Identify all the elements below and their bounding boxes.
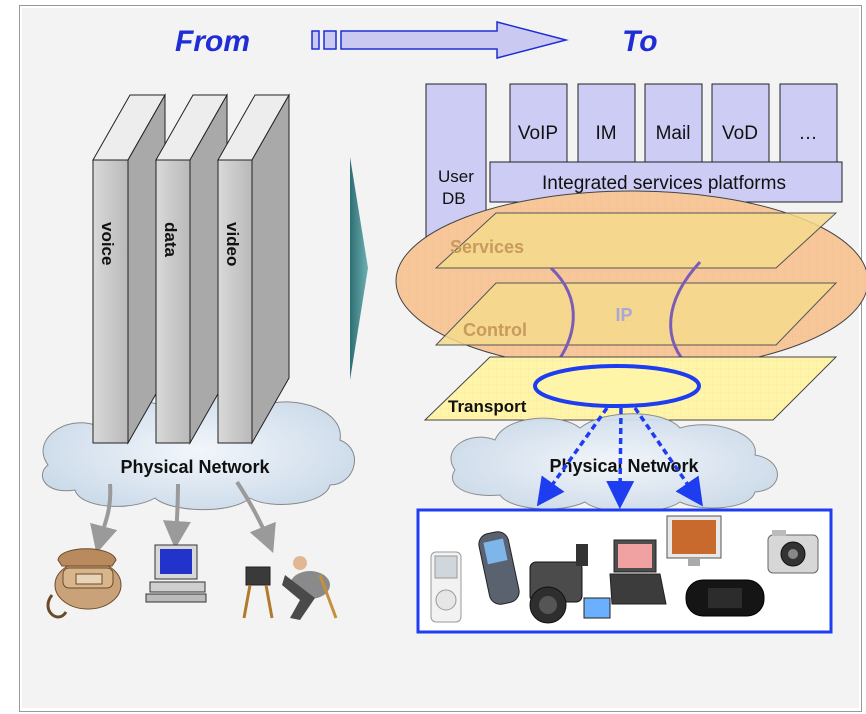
distribution-arrows [536, 406, 703, 509]
service-box-im-label: IM [595, 123, 616, 144]
transport-ring [533, 364, 701, 408]
service-box-mail-label: Mail [656, 123, 691, 144]
game-console-icon [685, 579, 765, 617]
control-plane [434, 282, 838, 346]
ip-label: IP [615, 305, 632, 325]
transport-layer-label: Transport [448, 397, 527, 416]
platform-label: Integrated services platforms [542, 173, 786, 194]
endpoint-connectors [90, 480, 276, 554]
services-plane [434, 212, 838, 269]
silo-video-label: video [223, 222, 242, 266]
computer-icon [145, 544, 207, 603]
to-label: To [622, 25, 658, 58]
service-box-voip-label: VoIP [518, 123, 558, 144]
from-to-arrow [311, 21, 569, 59]
service-box-more-label: … [799, 123, 818, 144]
flat-tv-icon [666, 515, 722, 566]
service-box-more: … [779, 83, 838, 171]
digital-camera-icon [767, 530, 819, 574]
silo-video: video [217, 93, 290, 445]
service-box-vod: VoD [711, 83, 770, 171]
camcorder-icon [529, 544, 611, 624]
laptop-icon [609, 539, 667, 605]
left-cloud-label: Physical Network [120, 457, 270, 477]
from-label: From [175, 25, 250, 58]
tv-viewer-icon [242, 556, 338, 620]
service-box-voip: VoIP [509, 83, 568, 171]
silo-voice: voice [92, 93, 166, 445]
transition-chevron [350, 157, 368, 380]
service-box-vod-label: VoD [722, 123, 758, 144]
services-layer-label: Services [450, 237, 524, 257]
service-box-mail: Mail [644, 83, 703, 171]
control-layer-label: Control [463, 320, 527, 340]
mp3-player-icon [430, 551, 462, 623]
right-cloud-label: Physical Network [549, 456, 699, 476]
user-db-line1: User [438, 167, 474, 186]
silo-voice-label: voice [98, 222, 117, 265]
service-box-im: IM [577, 83, 636, 171]
silo-data-label: data [161, 222, 180, 258]
silo-data: data [155, 93, 228, 445]
user-db-line2: DB [442, 189, 466, 208]
mobile-phone-icon [478, 531, 520, 605]
phone-icon [46, 548, 122, 619]
